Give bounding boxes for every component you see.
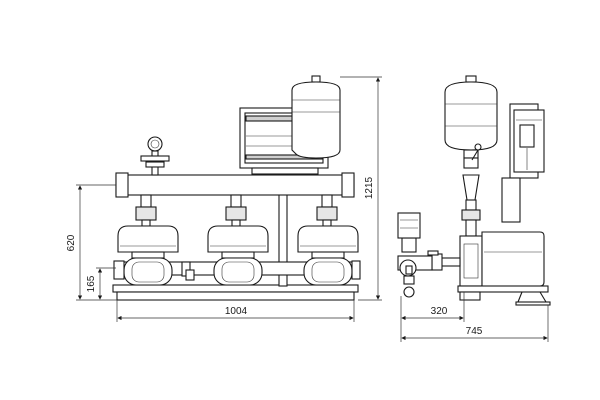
side-control-box bbox=[501, 103, 545, 223]
side-valve-assembly bbox=[397, 212, 439, 298]
dim-depth-side: 320 bbox=[431, 306, 448, 317]
side-pipe-column bbox=[461, 143, 482, 237]
diaphragm-tank bbox=[291, 75, 341, 159]
dim-height-base: 165 bbox=[86, 275, 97, 292]
pressure-gauge bbox=[140, 136, 170, 176]
pump-1 bbox=[113, 194, 179, 286]
dim-depth-total: 745 bbox=[466, 326, 483, 337]
base-frame-top bbox=[112, 284, 359, 293]
side-base bbox=[457, 285, 551, 306]
dim-height-total: 1215 bbox=[364, 176, 375, 199]
pump-2 bbox=[181, 194, 269, 286]
dim-height-header: 620 bbox=[66, 234, 77, 251]
base-frame-bottom bbox=[116, 291, 355, 301]
dim-width-front: 1004 bbox=[225, 306, 248, 317]
side-view bbox=[397, 75, 551, 306]
side-pump bbox=[431, 231, 545, 287]
suction-header bbox=[115, 174, 355, 196]
side-diaphragm-tank bbox=[444, 75, 498, 159]
dimension-lines bbox=[76, 76, 549, 342]
pump-3 bbox=[297, 194, 361, 286]
front-view bbox=[112, 75, 361, 301]
